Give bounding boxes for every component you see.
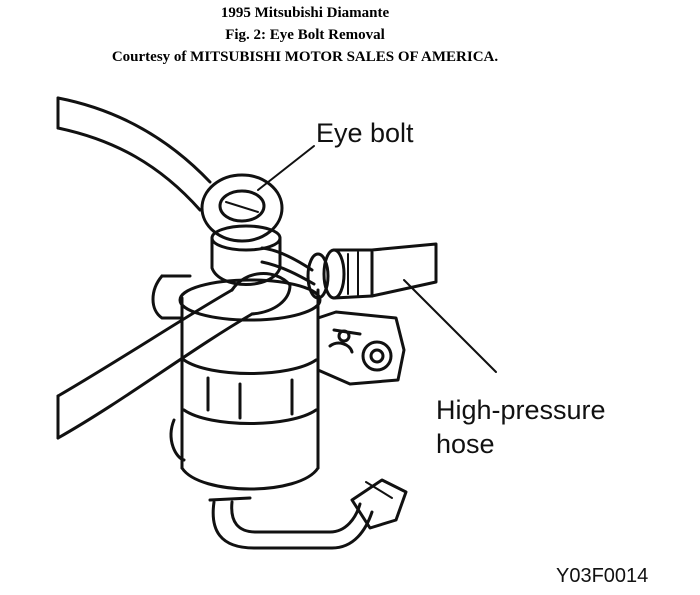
pump-body xyxy=(151,274,322,491)
high-pressure-hose xyxy=(306,242,438,300)
hose-leader xyxy=(403,279,497,373)
eye-bolt-leader xyxy=(257,145,315,191)
mounting-bracket xyxy=(316,310,406,386)
lower-wrench xyxy=(56,272,292,440)
caption-figure: Fig. 2: Eye Bolt Removal xyxy=(225,27,385,43)
lower-tube xyxy=(208,478,408,550)
high-pressure-label: High-pressure xyxy=(436,395,606,425)
caption-courtesy: Courtesy of MITSUBISHI MOTOR SALES OF AM… xyxy=(111,49,499,65)
hose-label: hose xyxy=(436,429,495,459)
figure-code: Y03F0014 xyxy=(556,565,649,587)
eye-bolt-fitting xyxy=(210,224,316,286)
upper-wrench xyxy=(56,96,284,243)
eye-bolt-label: Eye bolt xyxy=(316,118,414,148)
caption-title: 1995 Mitsubishi Diamante xyxy=(220,5,390,21)
